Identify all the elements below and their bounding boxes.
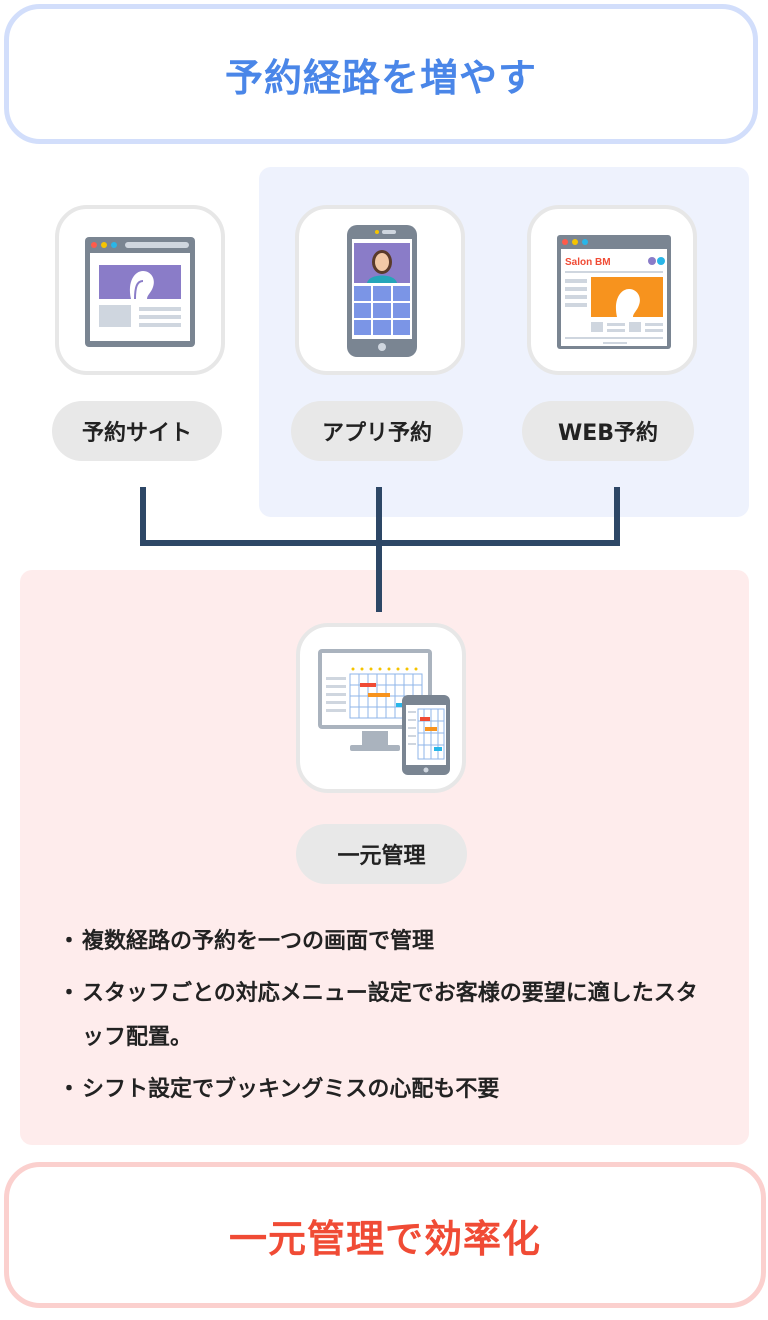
web-booking-card: Salon BM <box>527 205 697 375</box>
footer-title: 一元管理で効率化 <box>228 1216 541 1261</box>
salon-website-icon: Salon BM <box>557 235 671 349</box>
desktop-and-phone-schedule-icon <box>318 649 450 775</box>
unified-management-card <box>296 623 466 793</box>
connector-lines <box>140 487 620 612</box>
bullet-mark: ・ <box>58 1077 81 1102</box>
channel-label-app: アプリ予約 <box>291 401 463 461</box>
header-banner: 予約経路を増やす <box>4 4 758 144</box>
site-name-text: Salon BM <box>565 257 611 268</box>
smartphone-app-icon <box>347 225 417 357</box>
channel-label-booking-site: 予約サイト <box>52 401 222 461</box>
list-item-text: シフト設定でブッキングミスの心配も不要 <box>82 1077 500 1102</box>
hub-label: 一元管理 <box>296 824 467 884</box>
list-item: ・ スタッフごとの対応メニュー設定でお客様の要望に適したスタッフ配置。 <box>58 972 718 1060</box>
list-item: ・ 複数経路の予約を一つの画面で管理 <box>58 920 718 964</box>
list-item-text: スタッフごとの対応メニュー設定でお客様の要望に適したスタッフ配置。 <box>82 981 698 1050</box>
bullet-mark: ・ <box>58 929 81 954</box>
booking-site-card <box>55 205 225 375</box>
header-title: 予約経路を増やす <box>224 55 537 100</box>
bullet-mark: ・ <box>58 981 81 1006</box>
browser-window-icon <box>85 237 195 347</box>
channel-label-text: WEB予約 <box>557 421 659 446</box>
list-item: ・ シフト設定でブッキングミスの心配も不要 <box>58 1068 718 1112</box>
footer-banner: 一元管理で効率化 <box>4 1162 766 1308</box>
hub-label-text: 一元管理 <box>337 844 426 869</box>
channel-label-web: WEB予約 <box>522 401 694 461</box>
channel-label-text: アプリ予約 <box>321 421 432 446</box>
list-item-text: 複数経路の予約を一つの画面で管理 <box>82 929 435 954</box>
app-booking-card <box>295 205 465 375</box>
feature-list: ・ 複数経路の予約を一つの画面で管理 ・ スタッフごとの対応メニュー設定でお客様… <box>58 920 718 1120</box>
channel-label-text: 予約サイト <box>81 421 192 446</box>
